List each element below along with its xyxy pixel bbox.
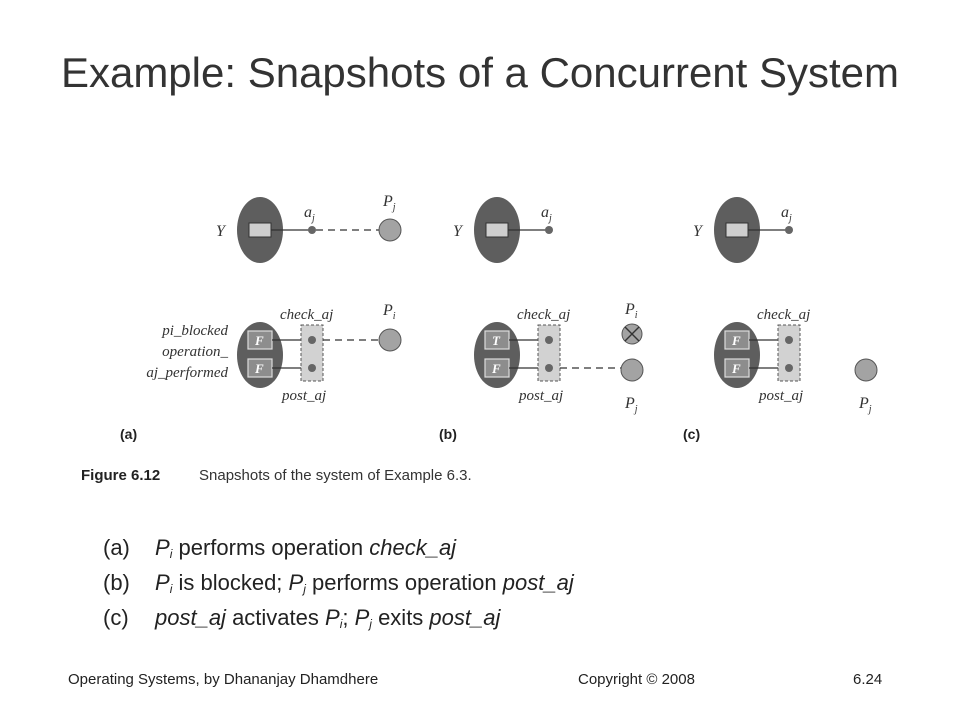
description-c: (c) post_aj activates Pi; Pj exits post_a… [103, 603, 500, 639]
operation-name: post_aj [155, 605, 226, 630]
panel-c-post-aj-label: post_aj [758, 388, 803, 404]
panel-a-object-data-box [248, 222, 272, 238]
figure-caption-label: Figure 6.12 [81, 467, 160, 484]
panel-c-op-area [777, 324, 801, 382]
panel-c-object-label: Y [693, 223, 704, 240]
panel-c-op-node [785, 336, 793, 344]
description-text: performs operation [172, 535, 370, 560]
panel-b-object-data-box [485, 222, 509, 238]
description-label: (b) [103, 570, 130, 595]
operation-name: post_aj [502, 570, 574, 595]
process-name: P [354, 605, 370, 630]
description-text: activates [225, 605, 325, 630]
panel-c-flag-value: F [731, 333, 741, 348]
slide-title: Example: Snapshots of a Concurrent Syste… [60, 49, 900, 96]
panel-a-op-area [300, 324, 324, 382]
panel-a-object-label: Y [216, 223, 227, 240]
panel-a-flag-value: F [254, 333, 264, 348]
process-name: P [325, 605, 340, 630]
process-subscript: i [169, 547, 173, 561]
panel-a-flag-value: F [254, 361, 264, 376]
panel-a-state-label: pi_blocked [161, 323, 228, 339]
panel-a-op-aj-label: aj [304, 204, 315, 224]
process-subscript: j [303, 582, 306, 596]
panel-c-process-pj [854, 358, 878, 382]
process-name: P [155, 570, 170, 595]
description-b: (b)Pi is blocked; Pj performs operation … [103, 568, 574, 604]
panel-a-process-pj [378, 218, 402, 242]
process-name: P [288, 570, 304, 595]
panel-a-state-label: operation_ [162, 344, 228, 360]
description-text: is blocked; [172, 570, 289, 595]
description-text: exits [371, 605, 430, 630]
panel-a-op-node [308, 364, 316, 372]
process-subscript: i [169, 582, 173, 596]
panel-c-process-pj-label: Pj [858, 395, 872, 415]
panel-b-post-aj-label: post_aj [518, 388, 563, 404]
panel-b-check-aj-label: check_aj [517, 307, 570, 323]
footer-copyright: Copyright © 2008 [578, 671, 695, 688]
panel-b-op-aj-label: aj [541, 204, 552, 224]
panel-a-op-node [308, 336, 316, 344]
panel-a-state-label: aj_performed [146, 365, 228, 381]
description-label: (c) [103, 605, 129, 630]
panel-c-op-aj-node [785, 226, 793, 234]
panel-a-check-aj-label: check_aj [280, 307, 333, 323]
panel-b-op-aj-node [545, 226, 553, 234]
panel-c-object-data-box [725, 222, 749, 238]
panel-b-op-area [537, 324, 561, 382]
panel-a-op-aj-node [308, 226, 316, 234]
panel-b-flag-value: T [492, 333, 501, 348]
footer-book: Operating Systems, by Dhananjay Dhamdher… [68, 671, 379, 688]
figure-caption-text: Snapshots of the system of Example 6.3. [199, 467, 472, 484]
panel-b-process-pj [620, 358, 644, 382]
description-text: ; [342, 605, 355, 630]
operation-name: post_aj [429, 605, 501, 630]
panel-b-blocked-cross [624, 326, 640, 342]
description-a: (a) Pi performs operation check_aj [103, 533, 456, 569]
description-label: (a) [103, 535, 130, 560]
process-name: P [155, 535, 170, 560]
panel-a-process-pi-label: Pi [382, 302, 396, 322]
panel-b-process-pj-label: Pj [624, 395, 638, 415]
process-subscript: i [339, 617, 343, 631]
footer-slide-number: 6.24 [853, 671, 883, 688]
panel-c-flag-value: F [731, 361, 741, 376]
panel-b-letter: (b) [439, 426, 457, 442]
panel-b-process-pi-label: Pi [624, 301, 638, 321]
panel-b-flag-value: F [491, 361, 501, 376]
panel-a-process-pi [378, 328, 402, 352]
panel-c-check-aj-label: check_aj [757, 307, 810, 323]
panel-a-process-pj-label: Pj [382, 193, 396, 213]
panel-b-object-label: Y [453, 223, 464, 240]
panel-a-post-aj-label: post_aj [281, 388, 326, 404]
process-subscript: j [369, 617, 372, 631]
panel-c-op-aj-label: aj [781, 204, 792, 224]
panel-b-op-node [545, 364, 553, 372]
panel-a-letter: (a) [120, 426, 137, 442]
description-text: performs operation [305, 570, 503, 595]
panel-c-letter: (c) [683, 426, 700, 442]
panel-c-op-node [785, 364, 793, 372]
operation-name: check_aj [369, 535, 457, 560]
panel-b-op-node [545, 336, 553, 344]
